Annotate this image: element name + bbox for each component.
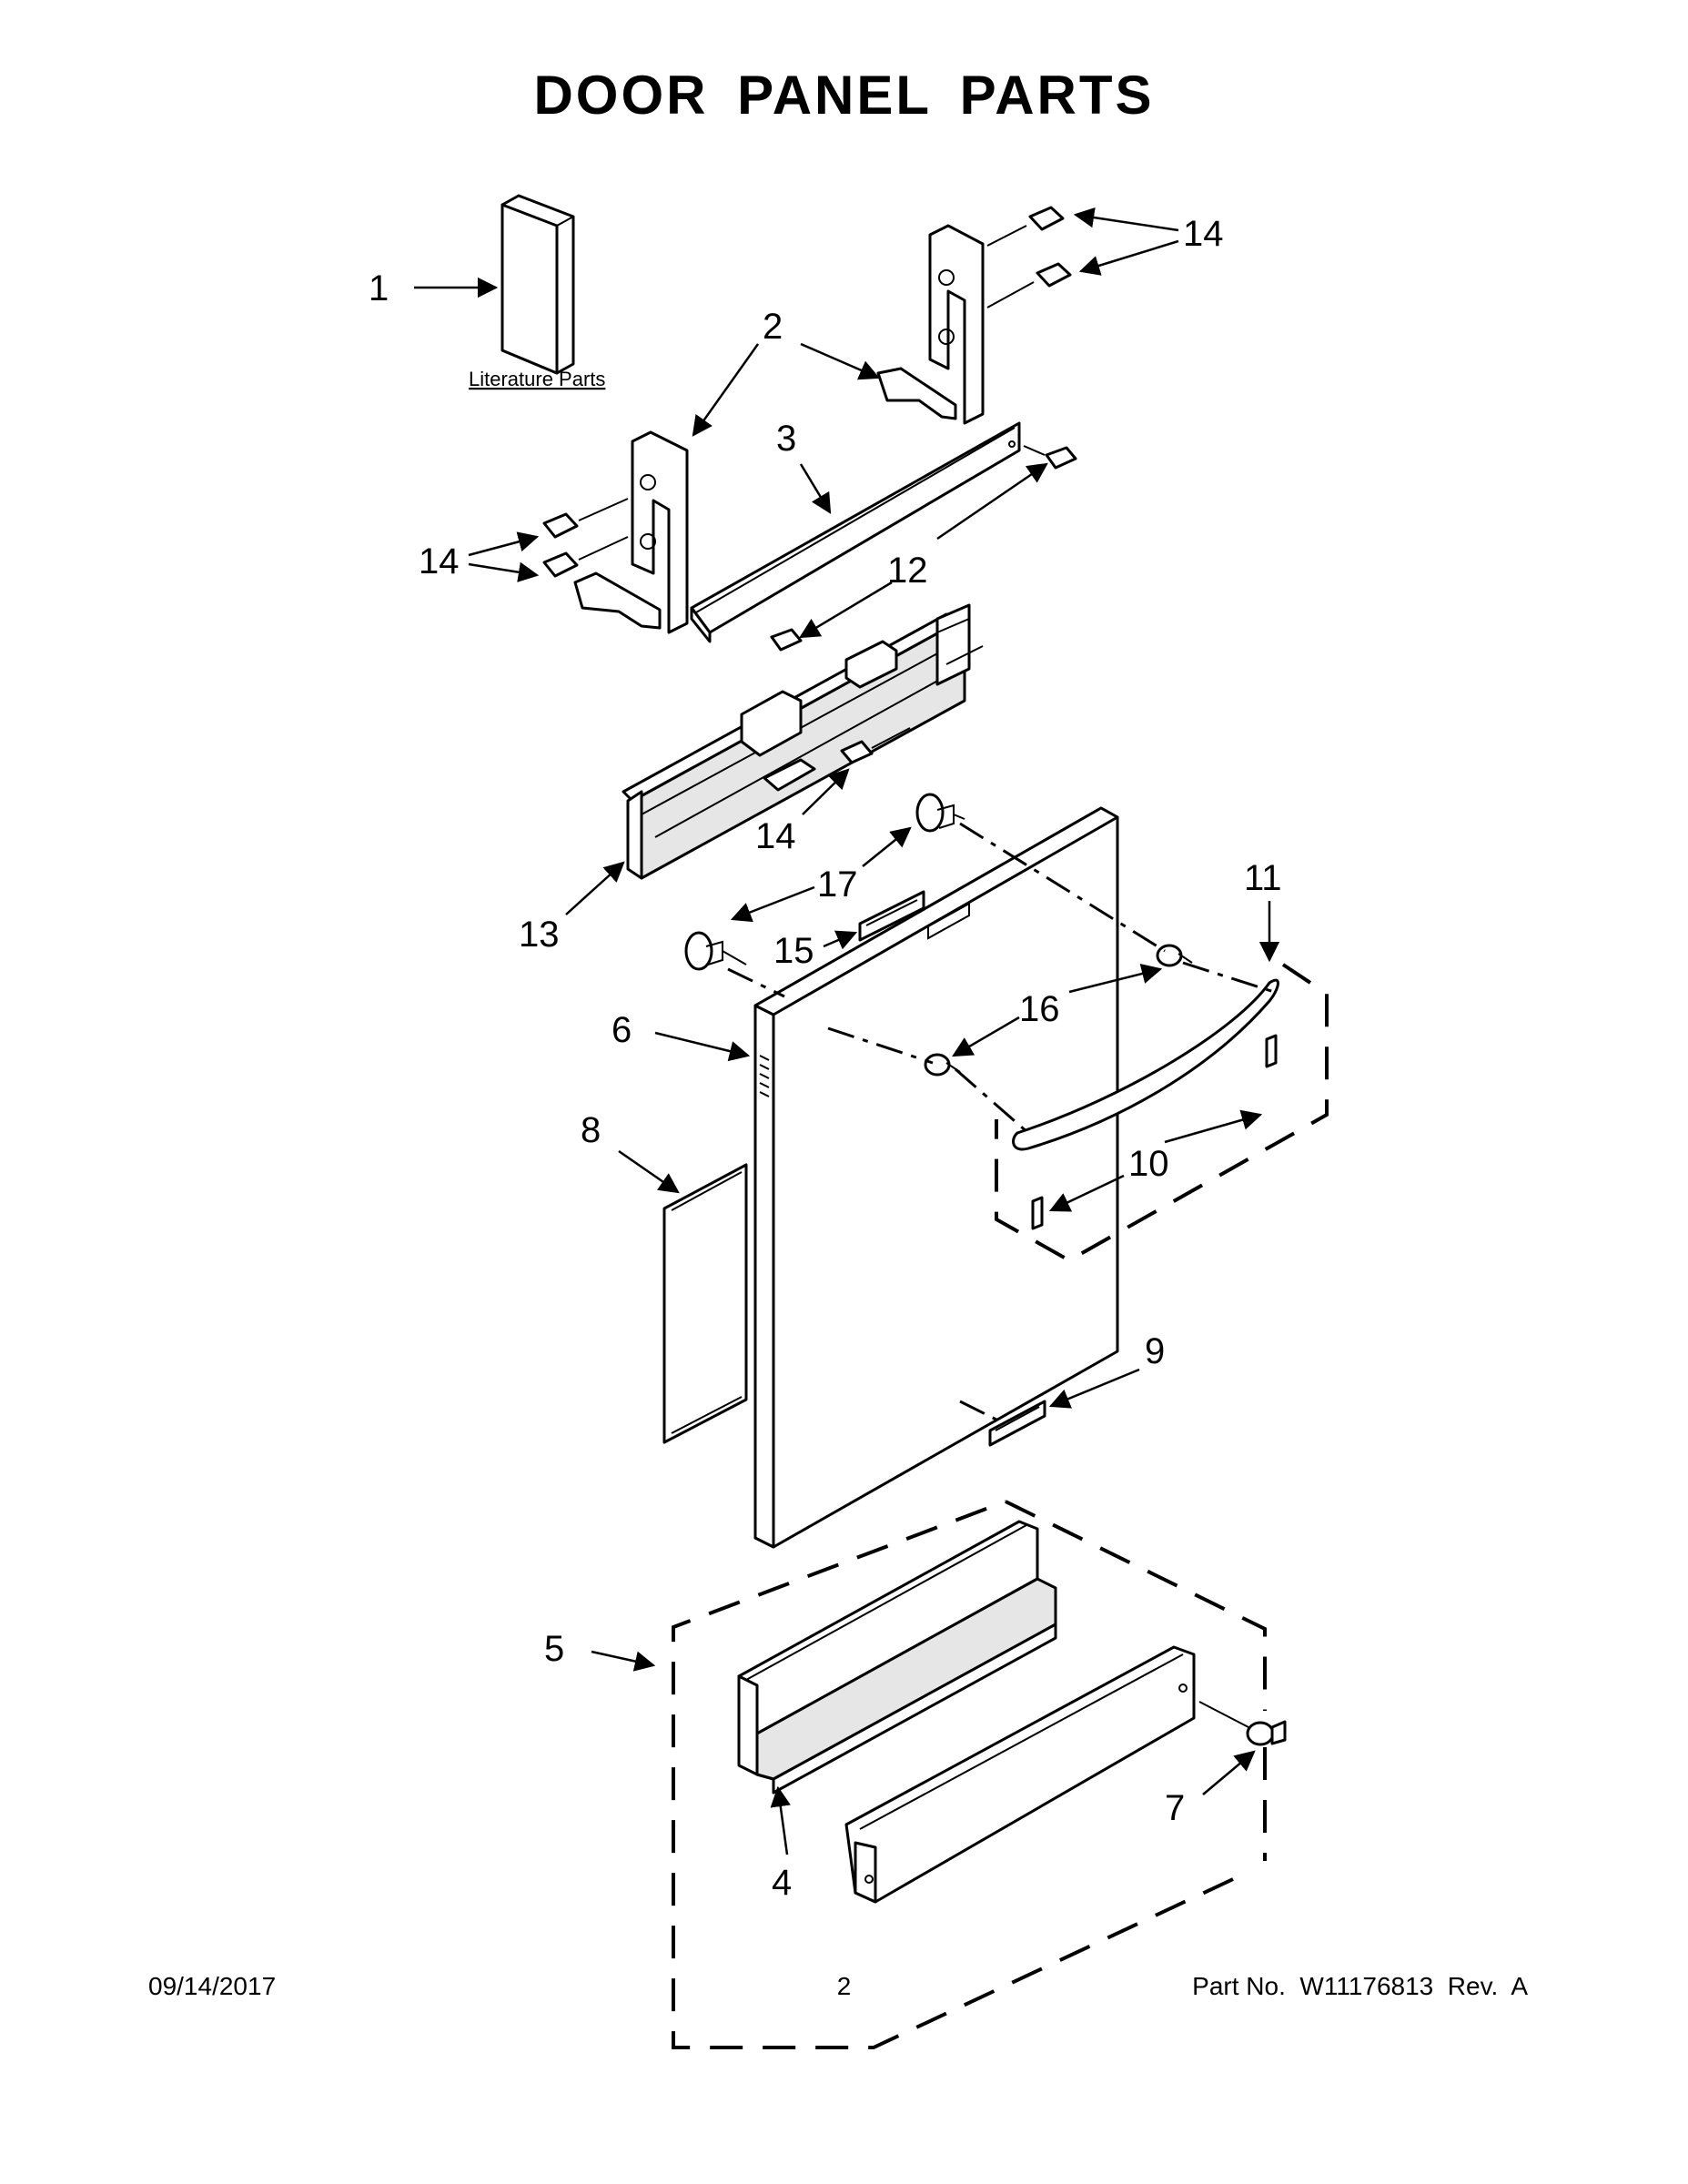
callout-2: 2 — [763, 307, 783, 347]
door-handle — [1012, 978, 1279, 1151]
callout-4: 4 — [772, 1863, 792, 1903]
leader-14a-1 — [1073, 207, 1179, 232]
callout-9: 9 — [1145, 1331, 1165, 1371]
callout-10: 10 — [1128, 1144, 1169, 1184]
leader-14c — [802, 768, 850, 815]
leader-3 — [799, 463, 832, 514]
alignment-line-4 — [1182, 961, 1275, 994]
leader-16a — [1068, 963, 1163, 994]
door-bumper-top — [915, 793, 965, 833]
leader-10a — [1164, 1109, 1263, 1144]
top-channel-bar — [690, 421, 1021, 643]
leader-14b-1 — [468, 531, 540, 557]
handle-mount-lower — [924, 1053, 961, 1077]
callout-14-console: 14 — [755, 816, 796, 856]
leader-9 — [1048, 1368, 1140, 1409]
screw-channel-left — [770, 628, 803, 652]
leader-5 — [591, 1650, 656, 1672]
leader-7 — [1202, 1750, 1256, 1795]
door-insulation-pad — [662, 1163, 748, 1444]
screw-top-2 — [986, 262, 1072, 308]
leader-12a — [799, 581, 893, 639]
leader-2a — [692, 343, 760, 437]
callout-15: 15 — [773, 931, 814, 971]
toe-panel-bracket — [737, 1520, 1057, 1795]
toe-panel-kit-boundary — [672, 1500, 1267, 2049]
leader-15 — [823, 930, 858, 950]
callout-14-top: 14 — [1183, 214, 1224, 254]
leader-4 — [770, 1785, 791, 1855]
footer-part-number: Part No. W11176813 Rev. A — [1192, 1972, 1528, 2000]
literature-parts-label: Literature Parts — [469, 368, 605, 390]
leader-12b — [936, 462, 1048, 541]
callout-11: 11 — [1244, 858, 1282, 898]
callout-12: 12 — [887, 551, 928, 591]
callout-6: 6 — [612, 1010, 632, 1050]
callout-5: 5 — [544, 1629, 564, 1669]
toe-panel-screw — [1198, 1701, 1287, 1746]
screw-left-1 — [542, 498, 629, 539]
alignment-line-2 — [727, 967, 785, 998]
callout-13: 13 — [519, 915, 560, 955]
footer-date: 09/14/2017 — [148, 1972, 277, 2000]
outer-door-panel — [753, 806, 1119, 1549]
handle-pin-right — [1265, 1034, 1278, 1068]
screw-top-1 — [986, 206, 1065, 247]
callout-14-left: 14 — [419, 541, 460, 581]
handle-kit-boundary — [995, 963, 1329, 1263]
handle-mount-upper — [1156, 944, 1193, 967]
literature-parts-booklet — [500, 194, 575, 375]
control-console-housing — [622, 603, 984, 880]
callout-7: 7 — [1165, 1788, 1185, 1828]
leader-13 — [565, 861, 625, 915]
brand-nameplate — [988, 1400, 1046, 1447]
screw-console — [840, 727, 911, 764]
leader-2b — [800, 342, 881, 380]
footer-page-number: 2 — [836, 1972, 852, 2000]
leader-14b-2 — [468, 561, 540, 582]
callout-1: 1 — [369, 268, 389, 308]
alignment-line-6 — [959, 1400, 997, 1421]
screw-channel-right — [1023, 445, 1077, 470]
handle-pin-left — [1031, 1196, 1044, 1230]
door-bumper-left — [684, 931, 747, 971]
hinge-bracket-right — [876, 224, 985, 425]
alignment-line-3 — [827, 1026, 934, 1065]
leader-6 — [654, 1031, 751, 1062]
leader-17a — [862, 826, 912, 867]
callout-16: 16 — [1019, 989, 1060, 1029]
leader-17b — [730, 885, 815, 923]
screw-left-2 — [542, 536, 629, 578]
hinge-bracket-left — [573, 430, 689, 634]
alignment-line-1 — [959, 822, 1166, 953]
page-title: DOOR PANEL PARTS — [533, 65, 1155, 126]
leader-8 — [618, 1149, 680, 1194]
toe-panel — [844, 1645, 1196, 1904]
callout-8: 8 — [581, 1110, 601, 1150]
alignment-line-5 — [955, 1067, 1029, 1135]
callout-3: 3 — [776, 419, 796, 459]
leader-16b — [952, 1016, 1020, 1057]
leader-14a-2 — [1078, 239, 1179, 276]
leader-10b — [1048, 1174, 1125, 1212]
callout-17: 17 — [817, 864, 858, 905]
